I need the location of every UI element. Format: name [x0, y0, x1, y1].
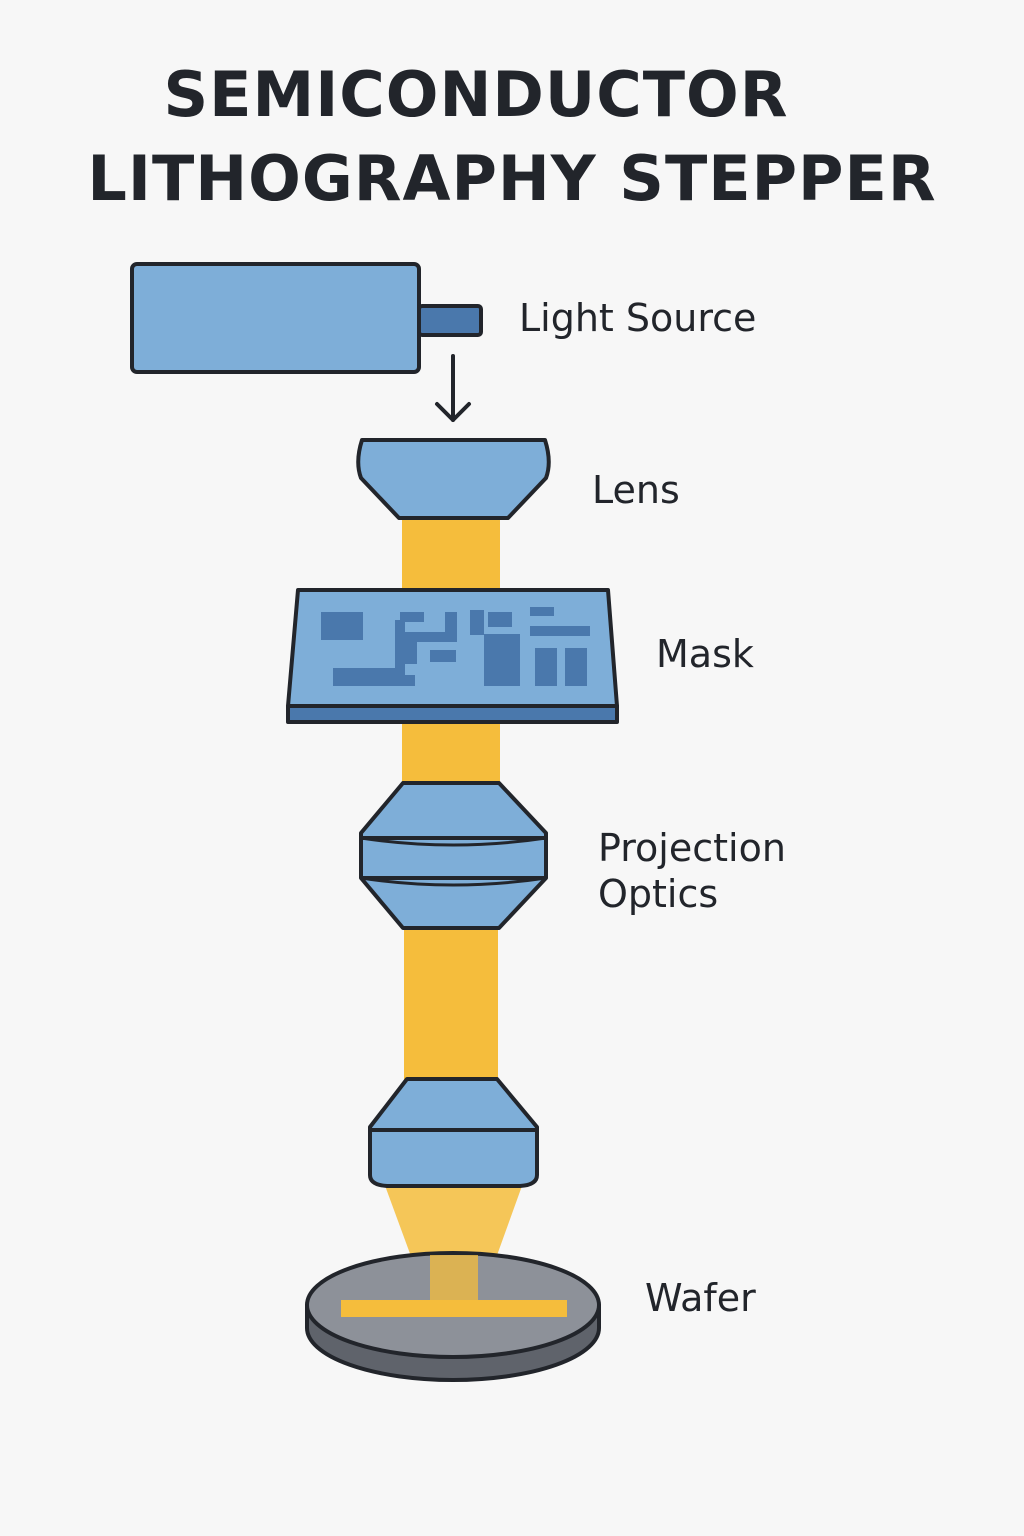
mask	[286, 588, 619, 724]
light-source	[130, 262, 483, 374]
light-beam-mask-to-optics	[402, 722, 500, 784]
down-arrow-icon	[435, 354, 471, 422]
wafer	[305, 1251, 601, 1382]
light-beam-upper	[402, 515, 500, 595]
diagram-title-line-1: SEMICONDUCTOR	[163, 58, 789, 131]
label-wafer: Wafer	[645, 1276, 756, 1320]
diagram-title-line-2: LITHOGRAPHY STEPPER	[87, 142, 937, 215]
projection-optics	[359, 781, 548, 930]
light-beam-lower	[404, 925, 498, 1083]
lens	[356, 438, 551, 520]
label-projection-optics: Projection Optics	[598, 826, 786, 916]
final-lens	[368, 1077, 539, 1188]
label-mask: Mask	[656, 632, 754, 676]
mask-circuit-pattern	[321, 607, 590, 686]
exposed-beam-on-wafer	[430, 1255, 478, 1300]
label-lens: Lens	[592, 468, 680, 512]
exposure-line	[341, 1300, 567, 1317]
label-light-source: Light Source	[519, 296, 757, 340]
